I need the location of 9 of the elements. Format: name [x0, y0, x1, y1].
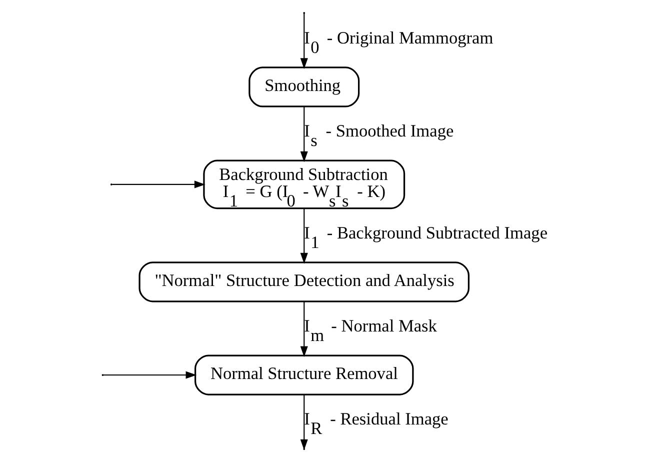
arrow — [300, 208, 308, 264]
node-box: Smoothing — [248, 66, 360, 108]
arrow — [300, 106, 308, 162]
node-box: "Normal" Structure Detection and Analysis — [138, 262, 470, 302]
arrow — [102, 371, 196, 379]
arrow — [112, 180, 205, 188]
arrow — [300, 302, 308, 358]
arrow — [300, 13, 308, 69]
node-box: Normal Structure Removal — [194, 354, 414, 396]
